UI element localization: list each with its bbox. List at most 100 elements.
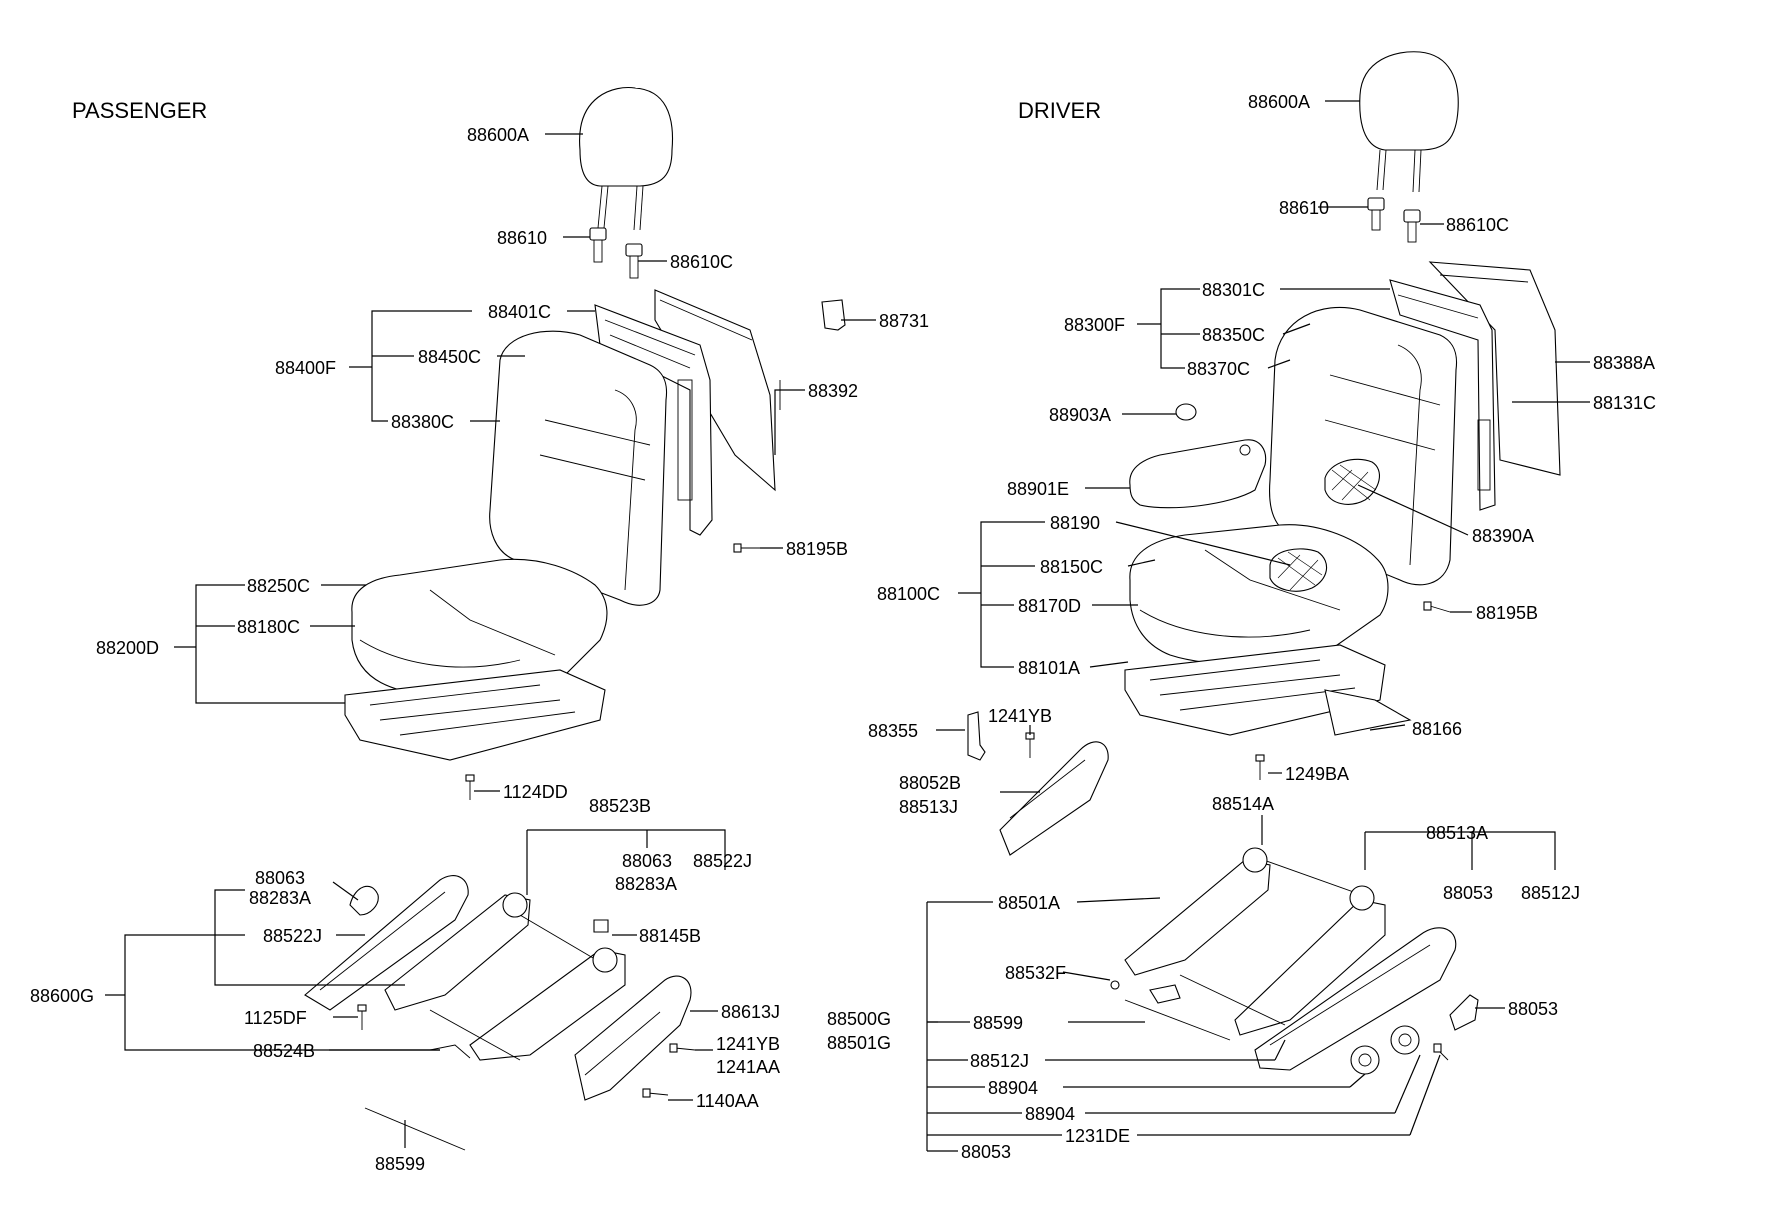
driver-seat-pan — [1124, 644, 1386, 736]
driver-side-cover — [1254, 927, 1457, 1071]
driver-armrest — [1129, 439, 1267, 509]
label-88150C-driver: 88150C — [1040, 557, 1103, 577]
label-88532F-driver: 88532F — [1005, 963, 1066, 983]
driver-knobs — [1350, 1025, 1420, 1075]
label-88250C-passenger: 88250C — [247, 576, 310, 596]
driver-armrest-cap — [1175, 403, 1197, 421]
label-88524B-passenger: 88524B — [253, 1041, 315, 1061]
passenger-recliner-cover — [574, 975, 692, 1101]
label-88904-driver-a: 88904 — [988, 1078, 1038, 1098]
label-88390A-driver: 88390A — [1472, 526, 1534, 546]
label-88053-driver-bottom: 88053 — [961, 1142, 1011, 1162]
passenger-labels: 88600A 88610 88610C 88401C 88731 88400F … — [30, 125, 929, 1174]
label-88355-driver: 88355 — [868, 721, 918, 741]
passenger-seat-pan — [344, 669, 606, 761]
driver-heater-pad-back — [1324, 458, 1381, 505]
driver-side-shield — [999, 741, 1109, 856]
label-88522J-passenger-left: 88522J — [263, 926, 322, 946]
label-88052B-driver: 88052B — [899, 773, 961, 793]
label-88613J-passenger: 88613J — [721, 1002, 780, 1022]
label-88400F-passenger: 88400F — [275, 358, 336, 378]
label-88195B-driver: 88195B — [1476, 603, 1538, 623]
label-88512J-driver-bottom: 88512J — [970, 1051, 1029, 1071]
label-88600A-passenger: 88600A — [467, 125, 529, 145]
label-1125DF-passenger: 1125DF — [244, 1008, 307, 1028]
label-1241AA-passenger: 1241AA — [716, 1057, 780, 1077]
label-88731-passenger: 88731 — [879, 311, 929, 331]
passenger-back-board — [654, 289, 781, 492]
label-1124DD-passenger: 1124DD — [503, 782, 568, 802]
label-88063-passenger-left: 88063 — [255, 868, 305, 888]
passenger-seat-cushion — [351, 558, 608, 700]
label-88283A-passenger-right: 88283A — [615, 874, 677, 894]
label-88523B-passenger: 88523B — [589, 796, 651, 816]
label-88200D-passenger: 88200D — [96, 638, 159, 658]
label-1241YB-passenger: 1241YB — [716, 1034, 780, 1054]
passenger-headrest — [579, 86, 674, 231]
label-88131C-driver: 88131C — [1593, 393, 1656, 413]
label-1241YB-driver: 1241YB — [988, 706, 1052, 726]
passenger-side-cover — [304, 875, 469, 1011]
label-88901E-driver: 88901E — [1007, 479, 1069, 499]
label-88401C-passenger: 88401C — [488, 302, 551, 322]
label-88903A-driver: 88903A — [1049, 405, 1111, 425]
passenger-leaders — [105, 133, 876, 1148]
label-88388A-driver: 88388A — [1593, 353, 1655, 373]
driver-title: DRIVER — [1018, 98, 1101, 123]
driver-back-board — [1428, 261, 1561, 476]
driver-leaders — [926, 100, 1590, 1152]
label-1140AA-passenger: 1140AA — [696, 1091, 759, 1111]
label-88610-passenger: 88610 — [497, 228, 547, 248]
driver-seatback-frame — [1389, 279, 1496, 511]
label-88166-driver: 88166 — [1412, 719, 1462, 739]
label-88100C-driver: 88100C — [877, 584, 940, 604]
driver-bolts — [1025, 601, 1451, 1061]
label-88600A-driver: 88600A — [1248, 92, 1310, 112]
driver-headrest-guides — [1367, 197, 1421, 243]
label-88450C-passenger: 88450C — [418, 347, 481, 367]
label-88513A-driver: 88513A — [1426, 823, 1488, 843]
label-1231DE-driver: 1231DE — [1065, 1126, 1130, 1146]
label-88195B-passenger: 88195B — [786, 539, 848, 559]
label-88145B-passenger: 88145B — [639, 926, 701, 946]
label-88599-passenger: 88599 — [375, 1154, 425, 1174]
driver-heater-pad-cushion — [1269, 548, 1328, 592]
driver-seat-cushion — [1129, 524, 1389, 665]
label-88063-passenger-right: 88063 — [622, 851, 672, 871]
label-88522J-passenger-right: 88522J — [693, 851, 752, 871]
label-88101A-driver: 88101A — [1018, 658, 1080, 678]
driver-recline-lever — [967, 711, 986, 761]
label-88392-passenger: 88392 — [808, 381, 858, 401]
label-88180C-passenger: 88180C — [237, 617, 300, 637]
label-88190-driver: 88190 — [1050, 513, 1100, 533]
passenger-clip — [821, 299, 846, 331]
label-88053-driver-top: 88053 — [1443, 883, 1493, 903]
driver-labels: 88600A 88610 88610C 88301C 88300F 88350C… — [827, 92, 1656, 1162]
label-88513J-driver: 88513J — [899, 797, 958, 817]
label-88599-driver: 88599 — [973, 1013, 1023, 1033]
label-88350C-driver: 88350C — [1202, 325, 1265, 345]
label-88170D-driver: 88170D — [1018, 596, 1081, 616]
driver-rail-assembly — [1124, 847, 1386, 1036]
label-88610-driver: 88610 — [1279, 198, 1329, 218]
passenger-title: PASSENGER — [72, 98, 207, 123]
label-88904-driver-b: 88904 — [1025, 1104, 1075, 1124]
label-88610C-passenger: 88610C — [670, 252, 733, 272]
driver-headrest — [1359, 51, 1459, 193]
label-88501A-driver: 88501A — [998, 893, 1060, 913]
passenger-bolts — [357, 543, 760, 1151]
label-88610C-driver: 88610C — [1446, 215, 1509, 235]
label-88370C-driver: 88370C — [1187, 359, 1250, 379]
label-88500G-driver: 88500G — [827, 1009, 891, 1029]
driver-seatback-cushion — [1269, 306, 1458, 586]
passenger-seatback-cushion — [489, 330, 668, 606]
label-88300F-driver: 88300F — [1064, 315, 1125, 335]
label-88380C-passenger: 88380C — [391, 412, 454, 432]
label-88514A-driver: 88514A — [1212, 794, 1274, 814]
driver-lever-cap — [1449, 994, 1479, 1031]
label-1249BA-driver: 1249BA — [1285, 764, 1349, 784]
driver-lower-panel — [1324, 689, 1412, 736]
label-88512J-driver-top: 88512J — [1521, 883, 1580, 903]
